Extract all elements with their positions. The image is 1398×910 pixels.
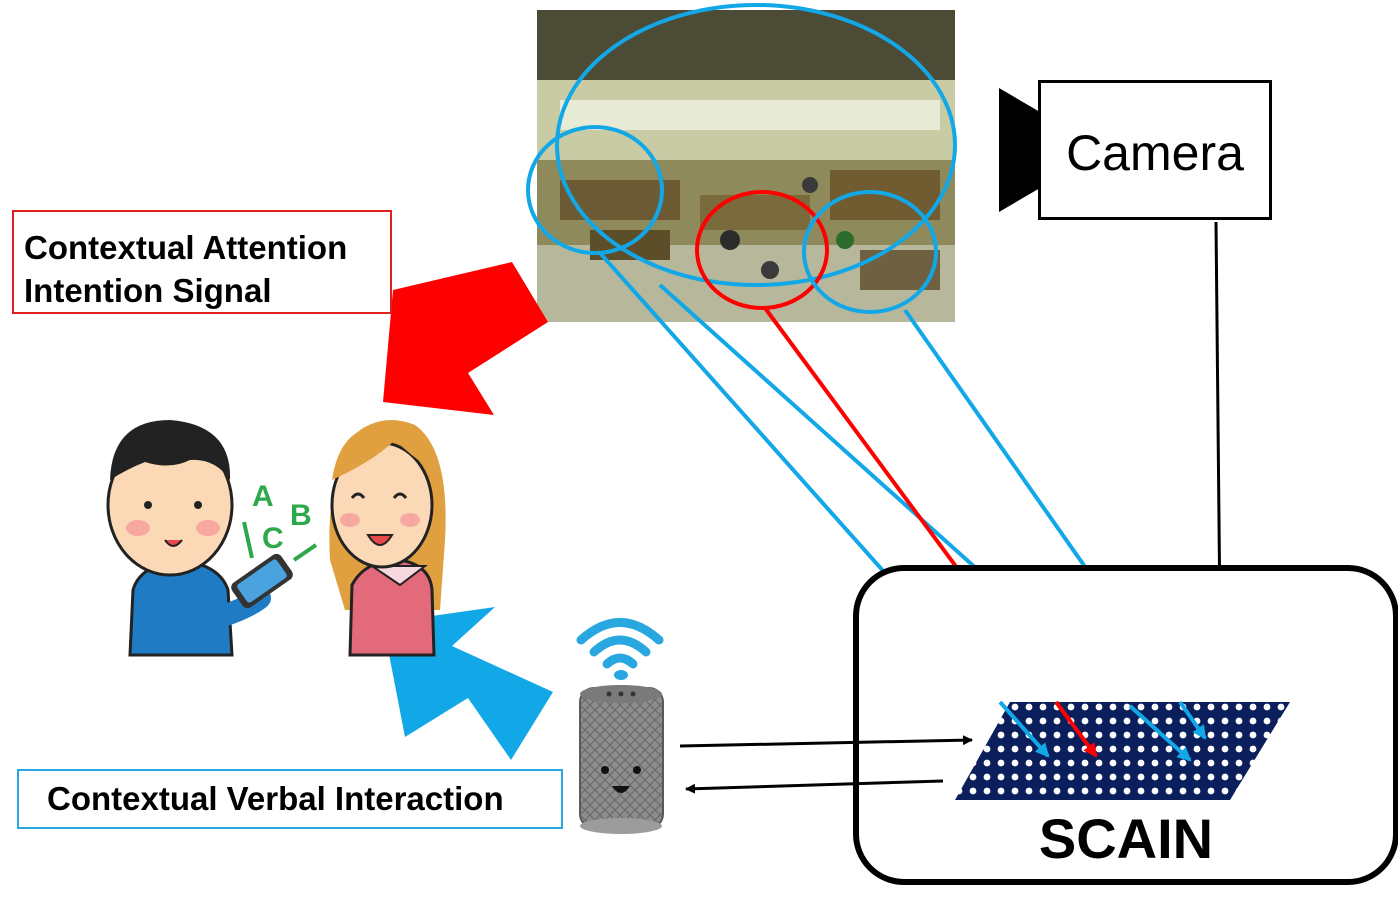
target-ellipse	[695, 190, 829, 310]
boy-figure	[106, 420, 293, 657]
attention-signal-label: Contextual Attention Intention Signal	[12, 210, 392, 314]
camera-icon	[999, 88, 1040, 212]
verbal-interaction-label: Contextual Verbal Interaction	[17, 769, 563, 829]
attention-label-line1: Contextual Attention	[24, 229, 348, 266]
wifi-icon	[576, 618, 664, 669]
attention-signal-arrow	[383, 262, 548, 415]
letter-a: A	[252, 480, 274, 513]
letter-c: C	[262, 522, 284, 555]
projection-line-tips	[998, 700, 1207, 762]
girl-figure	[329, 420, 446, 657]
left-ellipse	[526, 125, 664, 255]
right-ellipse	[802, 190, 938, 314]
camera-label: Camera	[1038, 80, 1272, 220]
workshop-photo	[537, 10, 955, 322]
camera-to-scain-arrow	[1214, 221, 1225, 621]
overview-ellipse	[555, 3, 957, 287]
attention-label-line2: Intention Signal	[24, 272, 272, 309]
letter-b: B	[290, 499, 312, 532]
people-illustration: A B C	[106, 420, 446, 657]
scain-to-speaker-arrow	[685, 779, 944, 794]
speaker-to-scain-arrow	[679, 735, 973, 748]
scain-label: SCAIN	[1038, 807, 1214, 870]
attention-overlay	[526, 3, 957, 314]
smart-speaker-icon	[576, 618, 664, 834]
floating-letters: A B C	[242, 480, 318, 562]
attention-grid	[955, 702, 1290, 800]
